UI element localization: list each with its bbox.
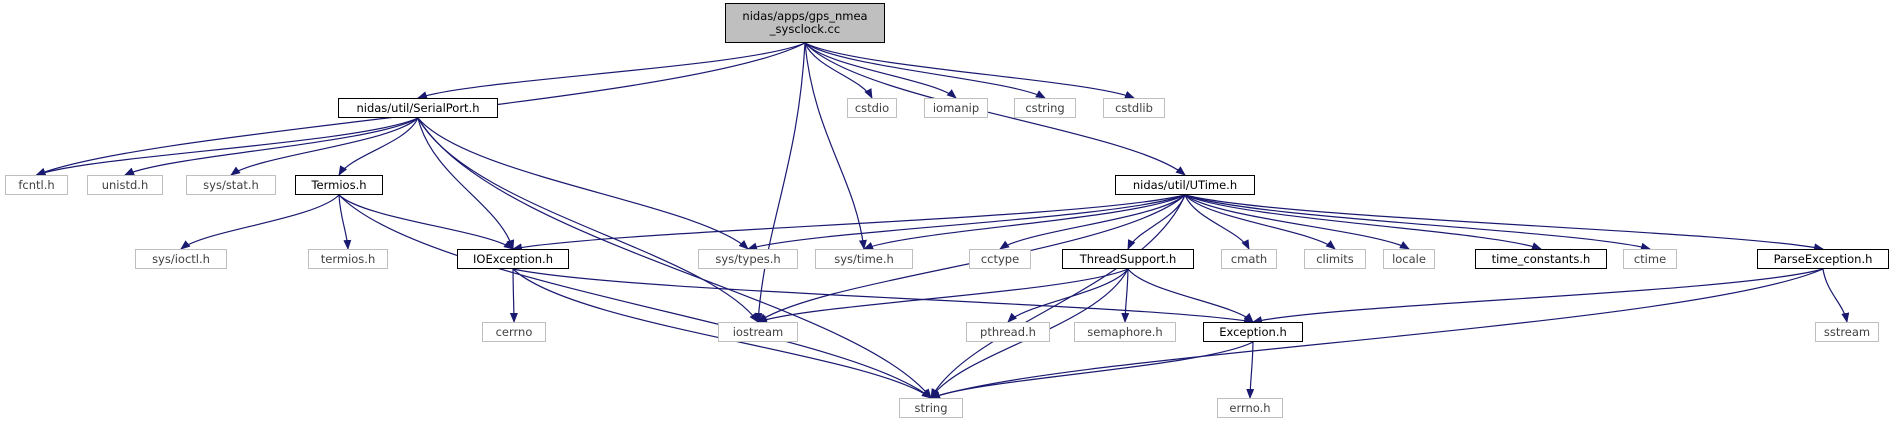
node-root[interactable]: nidas/apps/gps_nmea_sysclock.cc (725, 3, 885, 43)
edge-termios_h-to-sysioctl (180, 194, 340, 250)
edge-serialport-to-iostream (417, 117, 759, 323)
node-parseexception[interactable]: ParseException.h (1757, 249, 1889, 269)
node-sysstat: sys/stat.h (186, 175, 276, 195)
node-sysioctl: sys/ioctl.h (135, 249, 227, 269)
node-unistd: unistd.h (87, 175, 163, 195)
edge-termios_h-to-ioexception (338, 194, 514, 250)
edge-threadsupport-to-pthread (1007, 268, 1129, 323)
node-termios_h[interactable]: Termios.h (295, 175, 383, 195)
node-serialport[interactable]: nidas/util/SerialPort.h (338, 98, 498, 118)
node-iomanip: iomanip (924, 98, 988, 118)
edge-utime-to-ioexception (512, 194, 1186, 252)
node-cerrno: cerrno (482, 322, 546, 342)
node-cstdio: cstdio (847, 98, 897, 118)
edge-termios_h-to-string (338, 194, 932, 399)
node-cctype: cctype (969, 249, 1031, 269)
edge-serialport-to-unistd (124, 117, 419, 176)
node-locale: locale (1383, 249, 1435, 269)
node-cmath: cmath (1221, 249, 1277, 269)
node-termios_sys: termios.h (308, 249, 388, 269)
edge-utime-to-systime (863, 194, 1186, 250)
node-timeconstants[interactable]: time_constants.h (1475, 249, 1607, 269)
edge-ioexception-to-exception (512, 268, 1254, 325)
node-exception[interactable]: Exception.h (1203, 322, 1303, 342)
edge-serialport-to-fcntl (35, 117, 419, 176)
edge-threadsupport-to-exception (1127, 268, 1254, 323)
edge-utime-to-climits (1184, 194, 1336, 250)
edge-root-to-systime (804, 42, 867, 250)
node-cstdlib: cstdlib (1103, 98, 1165, 118)
edge-utime-to-parseexception (1184, 194, 1824, 252)
node-errno: errno.h (1217, 398, 1283, 418)
node-threadsupport[interactable]: ThreadSupport.h (1062, 249, 1194, 269)
node-semaphore: semaphore.h (1074, 322, 1176, 342)
edge-exception-to-errno (1246, 341, 1255, 399)
edge-serialport-to-systypes (417, 117, 749, 250)
edge-utime-to-cmath (1184, 194, 1250, 250)
edge-ioexception-to-cerrno (509, 268, 518, 323)
edge-serialport-to-string (417, 117, 932, 399)
edge-utime-to-string (930, 194, 1186, 399)
node-utime[interactable]: nidas/util/UTime.h (1115, 175, 1255, 195)
edge-parseexception-to-exception (1252, 268, 1824, 325)
edge-utime-to-ctime (1184, 194, 1651, 251)
node-ctime: ctime (1623, 249, 1677, 269)
node-string: string (899, 398, 963, 418)
edge-root-to-iostream (754, 42, 806, 323)
edge-root-to-cstring (804, 42, 1046, 99)
node-sstream: sstream (1815, 322, 1879, 342)
edge-utime-to-timeconstants (1184, 194, 1542, 250)
node-cstring: cstring (1014, 98, 1076, 118)
edge-utime-to-locale (1184, 194, 1410, 250)
edge-termios_h-to-termios_sys (338, 194, 352, 250)
edge-threadsupport-to-semaphore (1121, 268, 1130, 323)
edge-parseexception-to-string (930, 268, 1824, 399)
edge-serialport-to-termios_h (338, 117, 419, 176)
edge-serialport-to-sysstat (230, 117, 419, 176)
node-ioexception[interactable]: IOException.h (457, 249, 569, 269)
edge-root-to-iomanip (804, 42, 957, 99)
node-climits: climits (1304, 249, 1366, 269)
node-iostream: iostream (718, 322, 798, 342)
edge-parseexception-to-sstream (1822, 268, 1850, 323)
edge-root-to-serialport (417, 42, 806, 99)
edge-root-to-cstdio (804, 42, 873, 99)
edge-root-to-utime (804, 42, 1186, 176)
node-pthread: pthread.h (966, 322, 1050, 342)
node-systime: sys/time.h (815, 249, 913, 269)
node-systypes: sys/types.h (698, 249, 798, 269)
edge-utime-to-systypes (747, 194, 1186, 251)
edge-root-to-cstdlib (804, 42, 1135, 99)
node-fcntl: fcntl.h (5, 175, 68, 195)
edge-serialport-to-ioexception (417, 117, 515, 250)
edge-threadsupport-to-iostream (757, 268, 1129, 323)
edge-utime-to-cctype (999, 194, 1186, 250)
